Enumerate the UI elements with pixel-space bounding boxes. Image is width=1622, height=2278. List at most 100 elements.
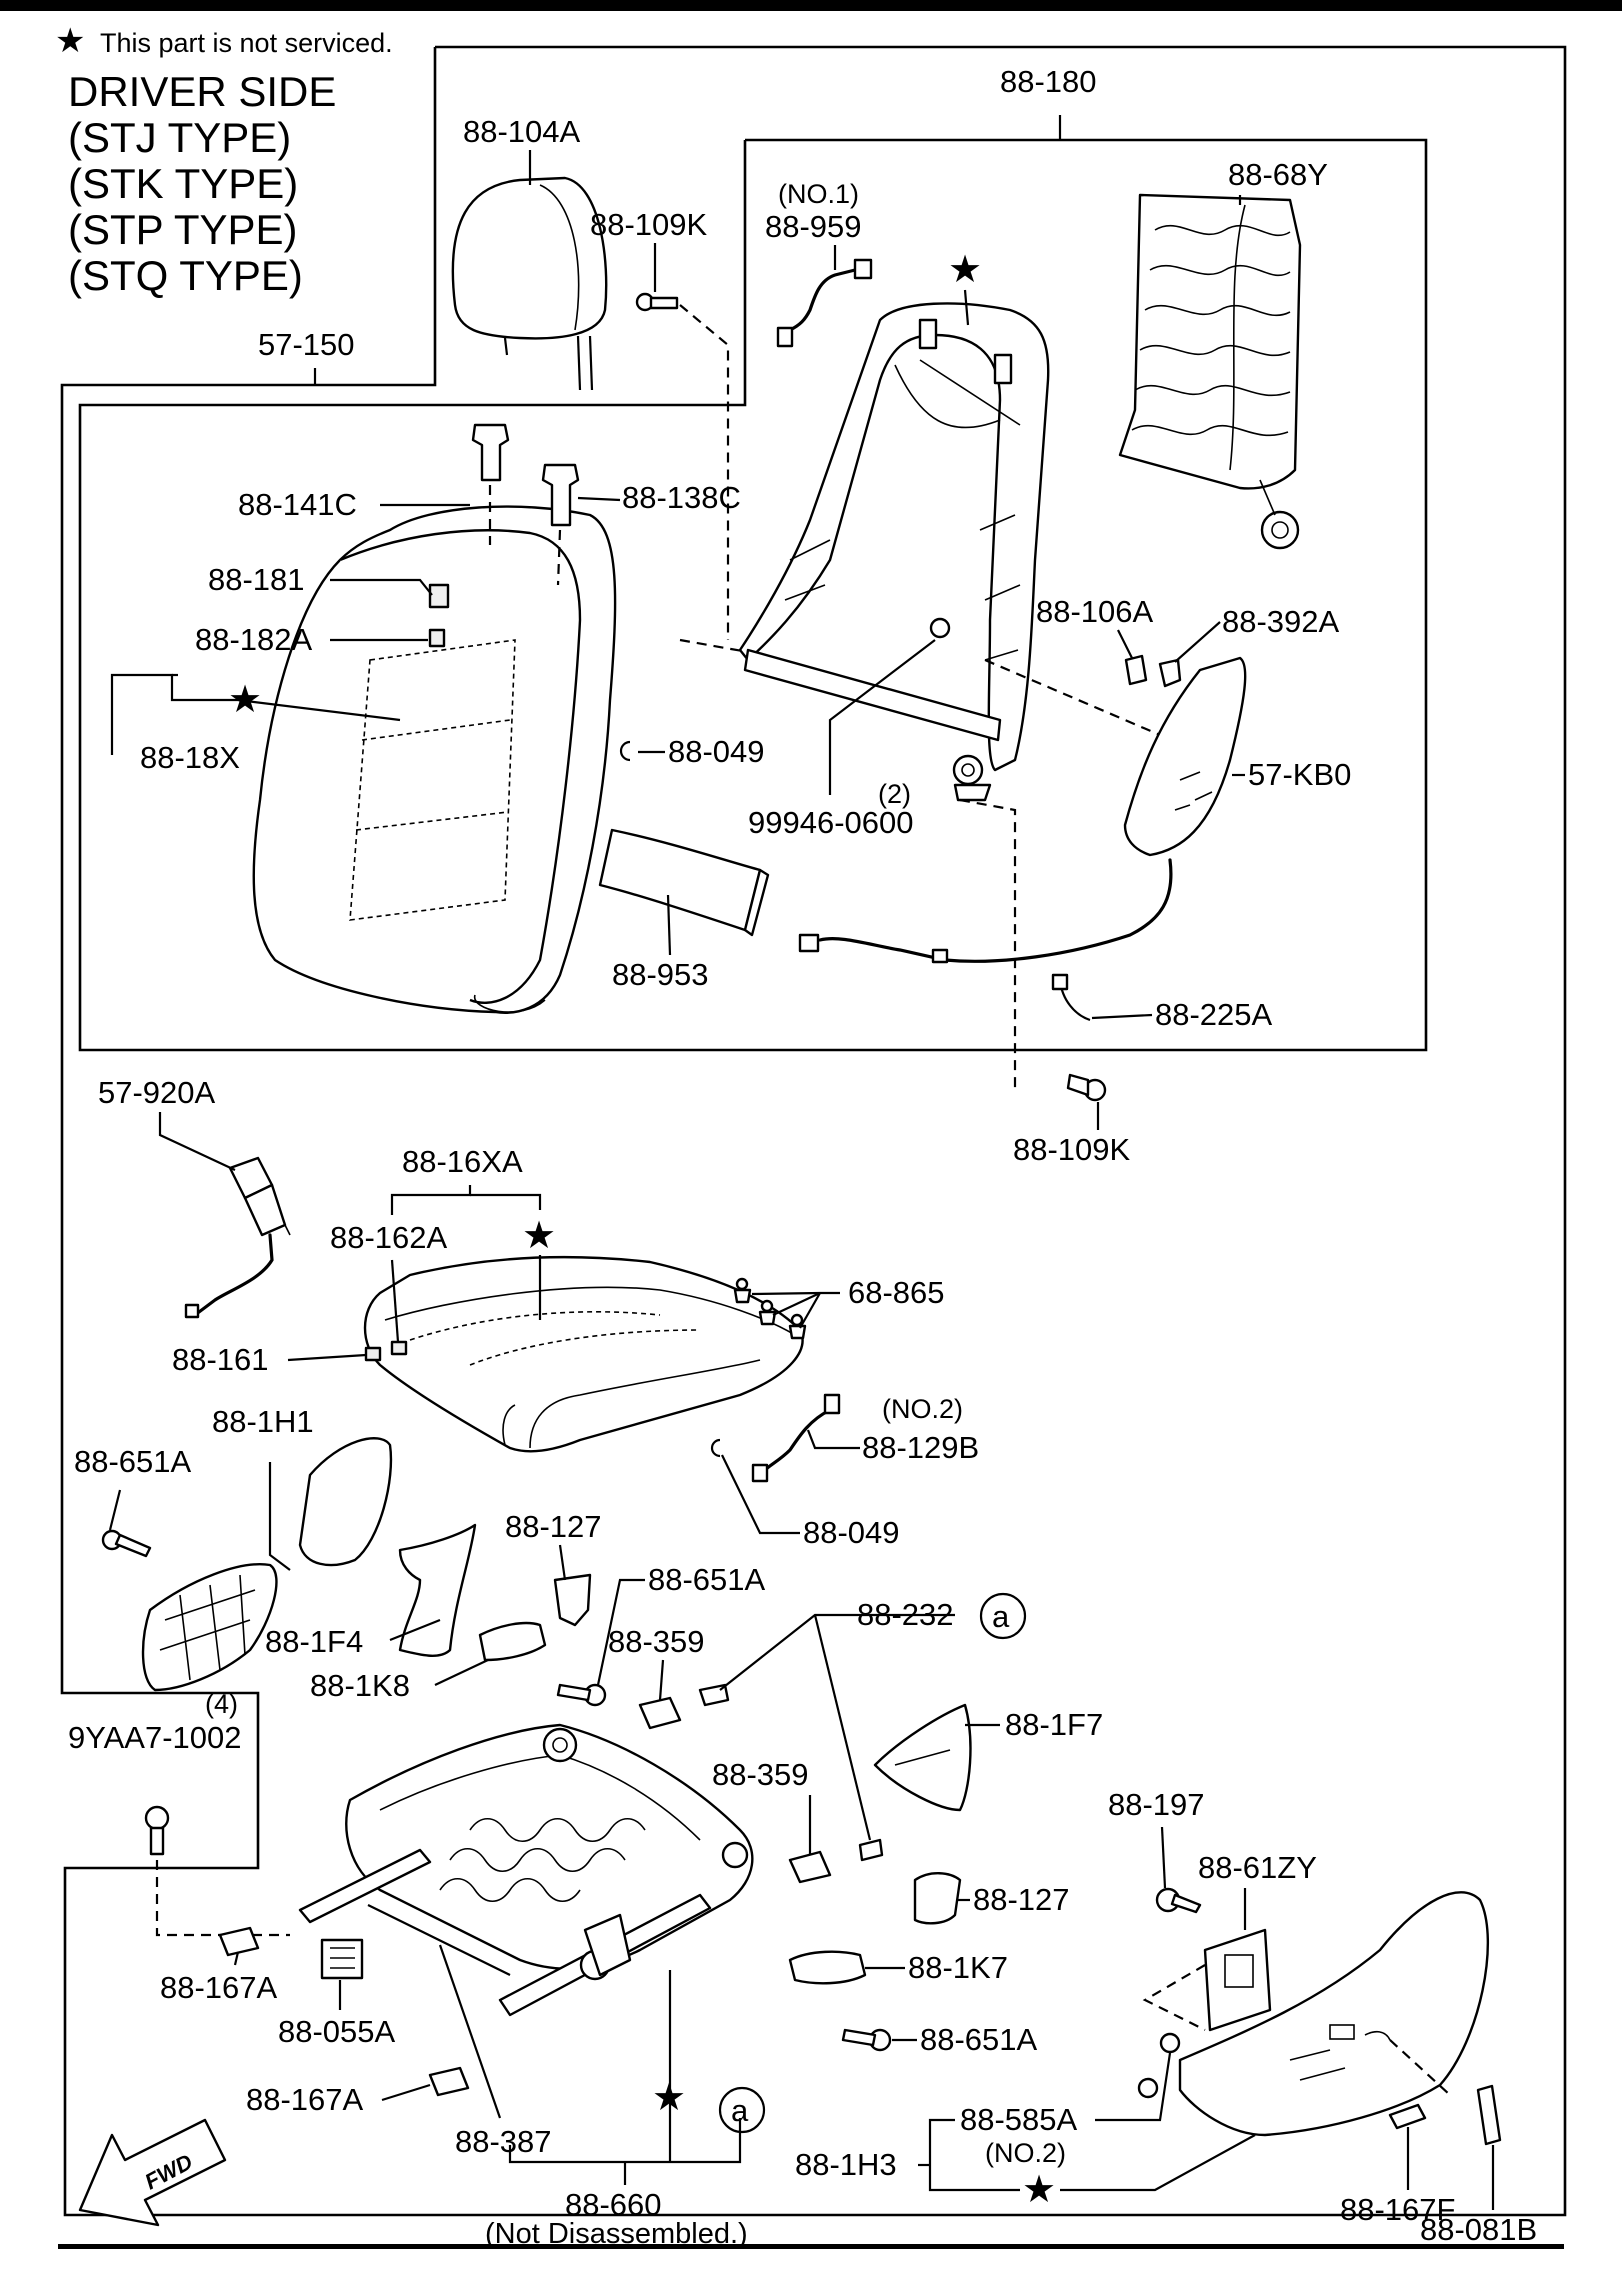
bolt-88-109K-top xyxy=(635,292,679,312)
clip-88-359-lower xyxy=(788,1850,832,1884)
lumbar-mat-88-68Y xyxy=(1118,193,1302,550)
label-circle-a1: a xyxy=(992,1599,1010,1634)
label-qty-2: (2) xyxy=(878,779,911,809)
ring-88-049-top xyxy=(619,740,631,762)
title-line-stk: (STK TYPE) xyxy=(68,160,298,207)
label-88-049-top: 88-049 xyxy=(668,734,765,769)
headrest-part xyxy=(451,176,608,391)
label-88-049-mid: 88-049 xyxy=(803,1515,900,1550)
ring-88-049-mid xyxy=(710,1438,721,1458)
star-track-icon: ★ xyxy=(652,2077,686,2119)
label-68-865: 68-865 xyxy=(848,1275,945,1310)
clip-88-167A-lower xyxy=(428,2066,470,2097)
side-shield-57-KB0 xyxy=(1123,656,1247,857)
label-57-920A: 57-920A xyxy=(98,1075,216,1110)
leader-clip-138C xyxy=(556,529,562,586)
bottom-rule xyxy=(58,2244,1564,2249)
star-side-shield-icon: ★ xyxy=(1022,2169,1056,2211)
label-circle-a2: a xyxy=(731,2093,749,2128)
leader-bolt-9YAA7 xyxy=(155,1860,290,1937)
side-shield-88-1H3 xyxy=(1178,1891,1490,2137)
label-88-1H1: 88-1H1 xyxy=(212,1404,314,1439)
label-88-129B: 88-129B xyxy=(862,1430,979,1465)
label-88-109K-mid: 88-109K xyxy=(1013,1132,1131,1167)
label-88-1K7: 88-1K7 xyxy=(908,1950,1008,1985)
knob-88-081B xyxy=(1476,2084,1502,2146)
label-88-232: 88-232 xyxy=(857,1597,954,1632)
bolt-88-109K-mid xyxy=(1066,1073,1107,1102)
label-not-disassembled: (Not Disassembled.) xyxy=(485,2218,748,2250)
callout-circle-a1 xyxy=(979,1592,1027,1640)
harness-lower xyxy=(798,858,1173,964)
bracket-88-1K8 xyxy=(478,1621,547,1662)
leader-frame-lower-left xyxy=(679,638,749,654)
label-88-953: 88-953 xyxy=(612,957,709,992)
clips-68-865 xyxy=(733,1277,807,1340)
label-no1: (NO.1) xyxy=(778,179,859,209)
clip-88-585A xyxy=(1137,2032,1181,2099)
label-88-585A: 88-585A xyxy=(960,2102,1078,2137)
label-88-68Y: 88-68Y xyxy=(1228,157,1328,192)
backrest-cover-part xyxy=(252,505,617,1014)
label-88-225A: 88-225A xyxy=(1155,997,1273,1032)
bolt-88-197 xyxy=(1155,1887,1202,1914)
bolt-88-651A-bottom xyxy=(841,2028,892,2052)
label-88-651A-left: 88-651A xyxy=(74,1444,192,1479)
tag-88-161 xyxy=(364,1346,382,1362)
label-88-167A-upper: 88-167A xyxy=(160,1970,278,2005)
bracket-88-1K7 xyxy=(788,1950,867,1985)
label-88-162A: 88-162A xyxy=(330,1220,448,1255)
label-88-61ZY: 88-61ZY xyxy=(1198,1850,1317,1885)
label-88-359-upper: 88-359 xyxy=(608,1624,705,1659)
bolt-88-651A-left xyxy=(101,1529,152,1558)
title-line-stp: (STP TYPE) xyxy=(68,206,298,253)
label-88-959: 88-959 xyxy=(765,209,862,244)
backrest-frame-box xyxy=(78,138,1428,1052)
label-88-127-upper: 88-127 xyxy=(505,1509,602,1544)
title-block: DRIVER SIDE (STJ TYPE) (STK TYPE) (STP T… xyxy=(68,68,336,299)
seatbelt-buckle-57-920A xyxy=(184,1156,291,1319)
clip-88-127-lower xyxy=(913,1872,962,1925)
label-88-660: 88-660 xyxy=(565,2187,662,2222)
legend-star-icon: ★ xyxy=(55,22,85,60)
pad-88-953 xyxy=(598,828,770,937)
tag-88-182A xyxy=(428,628,446,648)
label-88-167F: 88-167F xyxy=(1340,2192,1455,2227)
label-57-KB0: 57-KB0 xyxy=(1248,757,1351,792)
harness-88-959 xyxy=(776,258,873,348)
label-88-081B: 88-081B xyxy=(1420,2212,1537,2247)
clip-88-392A xyxy=(1158,658,1182,688)
label-88-161: 88-161 xyxy=(172,1342,269,1377)
clip-88-141C xyxy=(471,423,510,482)
label-9YAA7-1002: 9YAA7-1002 xyxy=(68,1720,242,1755)
cover-88-1F7 xyxy=(873,1703,972,1812)
label-88-18X: 88-18X xyxy=(140,740,240,775)
clip-88-225A xyxy=(1051,973,1091,1022)
tag-88-162A xyxy=(390,1340,408,1356)
label-57-150: 57-150 xyxy=(258,327,355,362)
back-frame-part xyxy=(738,302,1050,802)
label-99946-0600: 99946-0600 xyxy=(748,805,914,840)
label-88-106A: 88-106A xyxy=(1036,594,1154,629)
title-line-driver-side: DRIVER SIDE xyxy=(68,68,336,115)
label-no2-a: (NO.2) xyxy=(882,1394,963,1424)
part-labels: 57-150 88-104A 88-109K 88-180 (NO.1) 88-… xyxy=(68,64,1537,2250)
switch-88-61ZY xyxy=(1203,1928,1272,2032)
label-88-392A: 88-392A xyxy=(1222,604,1340,639)
block-88-055A xyxy=(320,1938,364,1980)
label-88-1F7: 88-1F7 xyxy=(1005,1707,1103,1742)
clip-88-232 xyxy=(698,1683,884,1862)
leader-frame-bottom-bolt xyxy=(959,798,1017,1090)
leader-switch xyxy=(1142,1964,1206,2031)
clip-88-167A-upper xyxy=(218,1926,260,1957)
side-cover-88-1H1 xyxy=(141,1437,393,1692)
leader-frame-to-side-shield xyxy=(984,658,1161,737)
leader-1H3-knob xyxy=(1389,2039,1451,2096)
label-88-1K8: 88-1K8 xyxy=(310,1668,410,1703)
cover-88-1F4 xyxy=(398,1523,477,1657)
label-88-651A-bottom: 88-651A xyxy=(920,2022,1038,2057)
star-cushion-icon: ★ xyxy=(522,1215,556,1257)
bolt-88-651A-mid xyxy=(556,1683,607,1707)
clip-88-106A xyxy=(1124,654,1148,686)
